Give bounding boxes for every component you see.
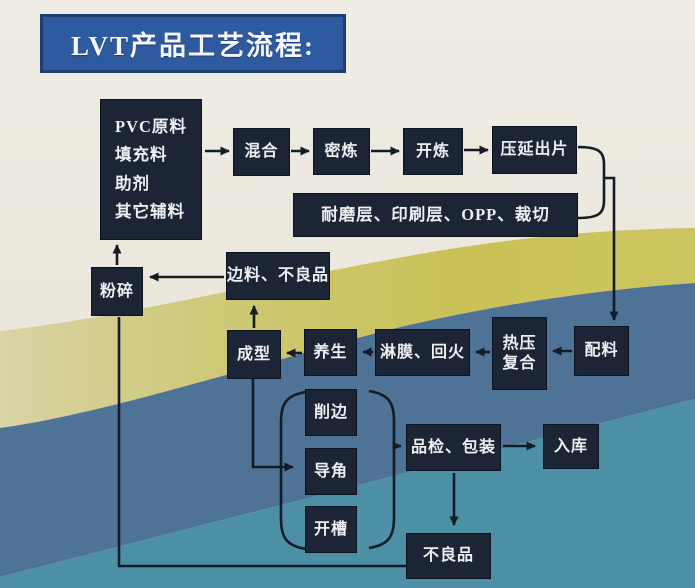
node-coating-annealing: 淋膜、回火 bbox=[375, 329, 470, 376]
node-inspection-packing: 品检、包装 bbox=[406, 424, 501, 471]
hot-press-line: 复合 bbox=[502, 354, 537, 372]
raw-material-line: 填充料 bbox=[115, 145, 168, 165]
band-yellow bbox=[0, 228, 695, 428]
node-open-milling: 开炼 bbox=[403, 128, 463, 175]
page-title: LVT产品工艺流程: bbox=[40, 14, 346, 73]
node-mixing: 混合 bbox=[233, 128, 290, 176]
node-edge-scrap: 边料、不良品 bbox=[226, 252, 330, 300]
node-defective: 不良品 bbox=[406, 533, 491, 579]
raw-material-line: PVC原料 bbox=[115, 116, 187, 136]
node-grooving: 开槽 bbox=[305, 506, 357, 553]
finishing-group-left-paren bbox=[279, 390, 307, 551]
node-warehousing: 入库 bbox=[543, 424, 599, 469]
line-defective-to-crush bbox=[117, 317, 406, 568]
arrow-to-batching bbox=[604, 176, 619, 321]
arrow-forming-to-finishing-group bbox=[251, 379, 294, 472]
hot-press-line: 热压 bbox=[502, 335, 537, 353]
node-trimming: 削边 bbox=[305, 389, 357, 436]
node-chamfering: 导角 bbox=[305, 448, 357, 495]
node-calendering: 压延出片 bbox=[492, 126, 577, 174]
node-raw-materials: PVC原料 填充料 助剂 其它辅料 bbox=[100, 99, 202, 240]
node-hot-press-lamination: 热压 复合 bbox=[492, 317, 547, 390]
raw-material-line: 其它辅料 bbox=[115, 202, 185, 222]
node-banbury-mixing: 密炼 bbox=[313, 128, 370, 175]
finishing-group-right-paren bbox=[368, 389, 396, 550]
node-batching: 配料 bbox=[574, 326, 629, 376]
node-curing: 养生 bbox=[304, 329, 357, 376]
node-forming: 成型 bbox=[227, 330, 281, 379]
raw-material-line: 助剂 bbox=[115, 173, 150, 193]
bracket-calender-layers bbox=[577, 145, 606, 220]
node-surface-layers: 耐磨层、印刷层、OPP、裁切 bbox=[293, 193, 578, 237]
node-crushing: 粉碎 bbox=[91, 267, 143, 316]
